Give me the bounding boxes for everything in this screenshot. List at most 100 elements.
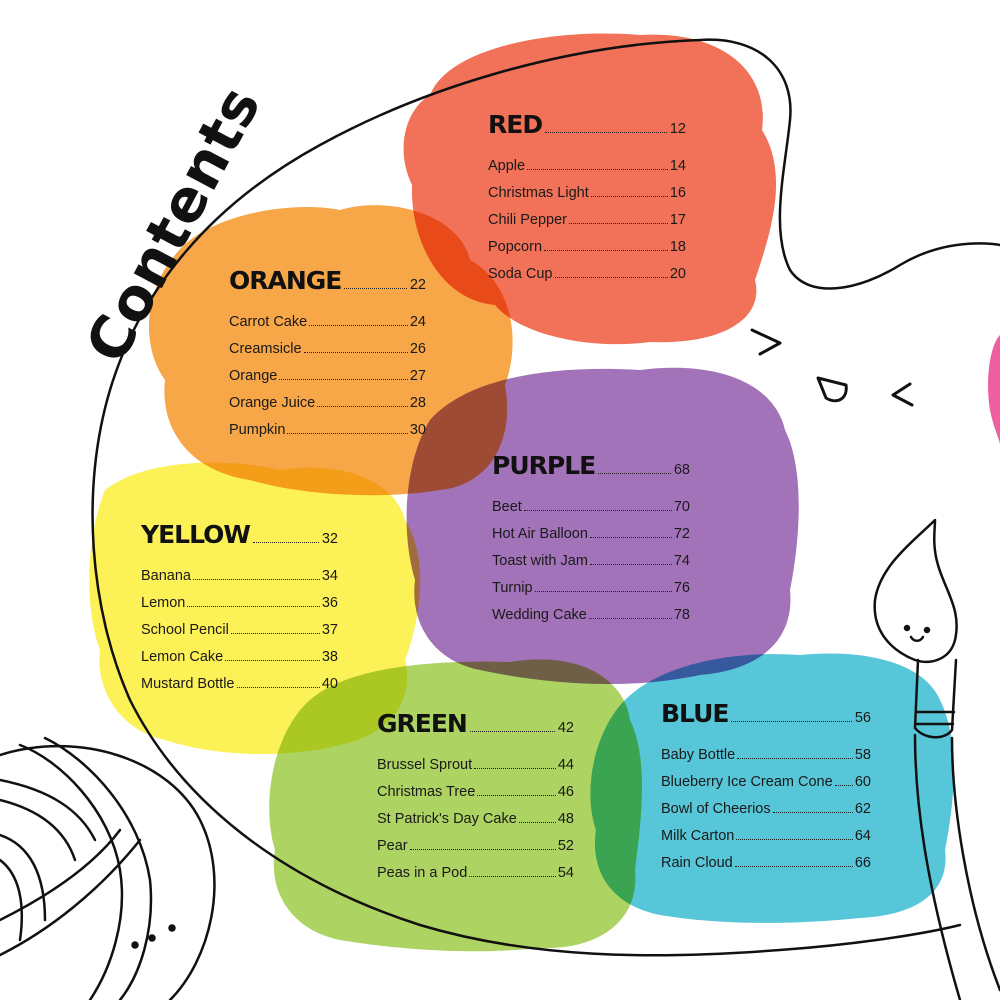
dot-leader <box>230 633 320 634</box>
entry-label: Chili Pepper <box>488 212 567 228</box>
red-splotch <box>403 33 777 345</box>
dot-leader <box>589 564 672 565</box>
entry-label: Christmas Tree <box>377 784 476 800</box>
entry-label: Creamsicle <box>229 341 302 357</box>
entry-label: Orange Juice <box>229 395 316 411</box>
dot-leader <box>469 876 556 877</box>
dot-leader <box>554 277 668 278</box>
dot-leader <box>772 812 853 813</box>
dot-leader <box>344 288 407 289</box>
dot-leader <box>544 250 668 251</box>
entry-page: 38 <box>321 649 338 665</box>
entry-page: 17 <box>669 212 686 228</box>
entry-label: School Pencil <box>141 622 229 638</box>
entry-label: Orange <box>229 368 278 384</box>
toc-entry-hot-air-balloon[interactable]: Hot Air Balloon 72 <box>492 515 690 542</box>
entry-label: Blueberry Ice Cream Cone <box>661 774 833 790</box>
entry-label: Pear <box>377 838 408 854</box>
dot-leader <box>287 433 408 434</box>
toc-entry-blueberry-ice-cream-cone[interactable]: Blueberry Ice Cream Cone 60 <box>661 763 871 790</box>
dot-leader <box>569 223 668 224</box>
section-heading[interactable]: YELLOW 32 <box>141 513 338 547</box>
section-heading[interactable]: GREEN 42 <box>377 702 574 736</box>
dot-leader <box>309 325 408 326</box>
entry-page: 54 <box>557 865 574 881</box>
dot-leader <box>834 785 853 786</box>
dot-leader <box>588 618 672 619</box>
entry-label: Banana <box>141 568 191 584</box>
entry-label: Beet <box>492 499 522 515</box>
section-heading[interactable]: PURPLE 68 <box>492 444 690 478</box>
toc-entry-milk-carton[interactable]: Milk Carton 64 <box>661 817 871 844</box>
entry-page: 58 <box>854 747 871 763</box>
toc-entry-chili-pepper[interactable]: Chili Pepper 17 <box>488 201 686 228</box>
section-page: 12 <box>669 120 686 137</box>
entry-page: 44 <box>557 757 574 773</box>
section-heading[interactable]: ORANGE 22 <box>229 259 426 293</box>
entry-label: Lemon <box>141 595 186 611</box>
entry-label: Hot Air Balloon <box>492 526 588 542</box>
dot-leader <box>477 795 556 796</box>
entry-page: 46 <box>557 784 574 800</box>
entry-label: Toast with Jam <box>492 553 588 569</box>
dot-leader <box>737 758 853 759</box>
dot-leader <box>734 866 853 867</box>
section-heading[interactable]: RED 12 <box>488 103 686 137</box>
entry-label: Turnip <box>492 580 533 596</box>
section-page: 42 <box>557 719 574 736</box>
toc-entry-lemon-cake[interactable]: Lemon Cake 38 <box>141 638 338 665</box>
entry-page: 34 <box>321 568 338 584</box>
entry-label: Milk Carton <box>661 828 735 844</box>
dot-leader <box>193 579 320 580</box>
section-page: 32 <box>321 530 338 547</box>
paintbrush-icon <box>873 518 1000 1000</box>
entry-page: 16 <box>669 185 686 201</box>
dot-leader <box>225 660 320 661</box>
section-title: RED <box>488 110 543 139</box>
entry-label: Carrot Cake <box>229 314 308 330</box>
section-page: 22 <box>409 276 426 293</box>
entry-page: 30 <box>409 422 426 438</box>
toc-entry-christmas-tree[interactable]: Christmas Tree 46 <box>377 773 574 800</box>
dot-leader <box>731 721 852 722</box>
entry-page: 66 <box>854 855 871 871</box>
entry-page: 72 <box>673 526 690 542</box>
entry-label: Lemon Cake <box>141 649 224 665</box>
toc-entry-banana[interactable]: Banana 34 <box>141 557 338 584</box>
section-heading[interactable]: BLUE 56 <box>661 692 871 726</box>
entry-page: 64 <box>854 828 871 844</box>
dot-leader <box>736 839 853 840</box>
yellow-splotch <box>89 462 421 755</box>
entry-label: Apple <box>488 158 526 174</box>
dot-leader <box>527 169 668 170</box>
entry-page: 60 <box>854 774 871 790</box>
